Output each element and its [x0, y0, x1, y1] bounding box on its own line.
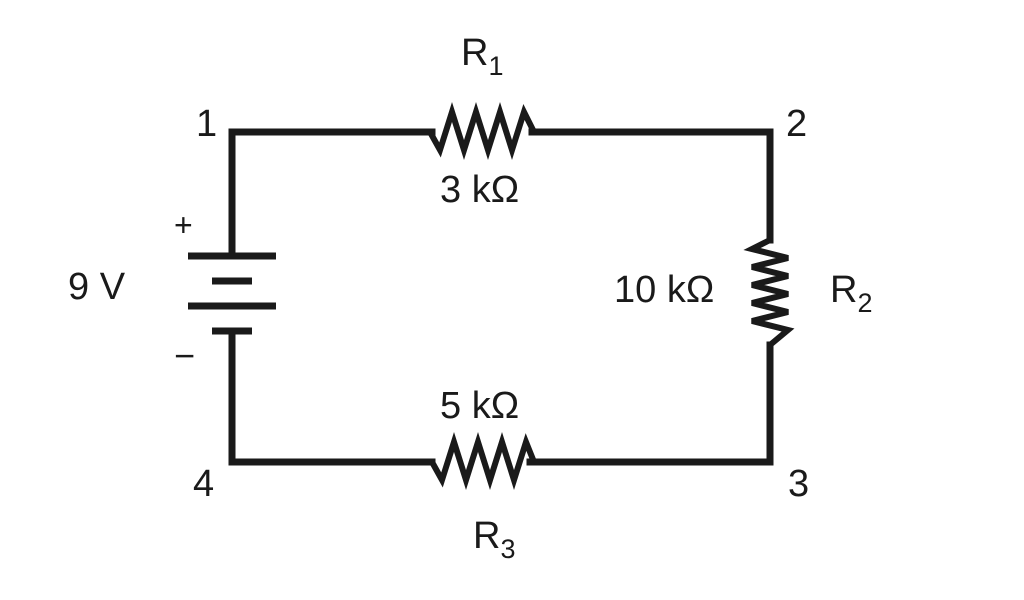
resistor-r1-symbol [427, 102, 537, 160]
resistor-r2-symbol [743, 237, 795, 348]
battery-voltage-label: 9 V [68, 266, 126, 308]
battery-plus-sign: + [174, 207, 193, 243]
resistor-r3-value: 5 kΩ [440, 385, 519, 427]
node-4-label: 4 [193, 463, 214, 505]
resistor-r3-name: R3 [473, 515, 515, 564]
resistor-r1-value: 3 kΩ [440, 169, 519, 211]
node-1-label: 1 [196, 103, 217, 145]
resistor-r1-name: R1 [461, 32, 503, 81]
resistor-r3-symbol [429, 432, 537, 490]
battery-minus-sign: − [174, 335, 195, 376]
resistor-r2-name: R2 [830, 269, 872, 318]
node-2-label: 2 [786, 103, 807, 145]
battery-symbol [188, 252, 276, 335]
node-3-label: 3 [788, 463, 809, 505]
resistor-r2-value: 10 kΩ [614, 269, 714, 311]
